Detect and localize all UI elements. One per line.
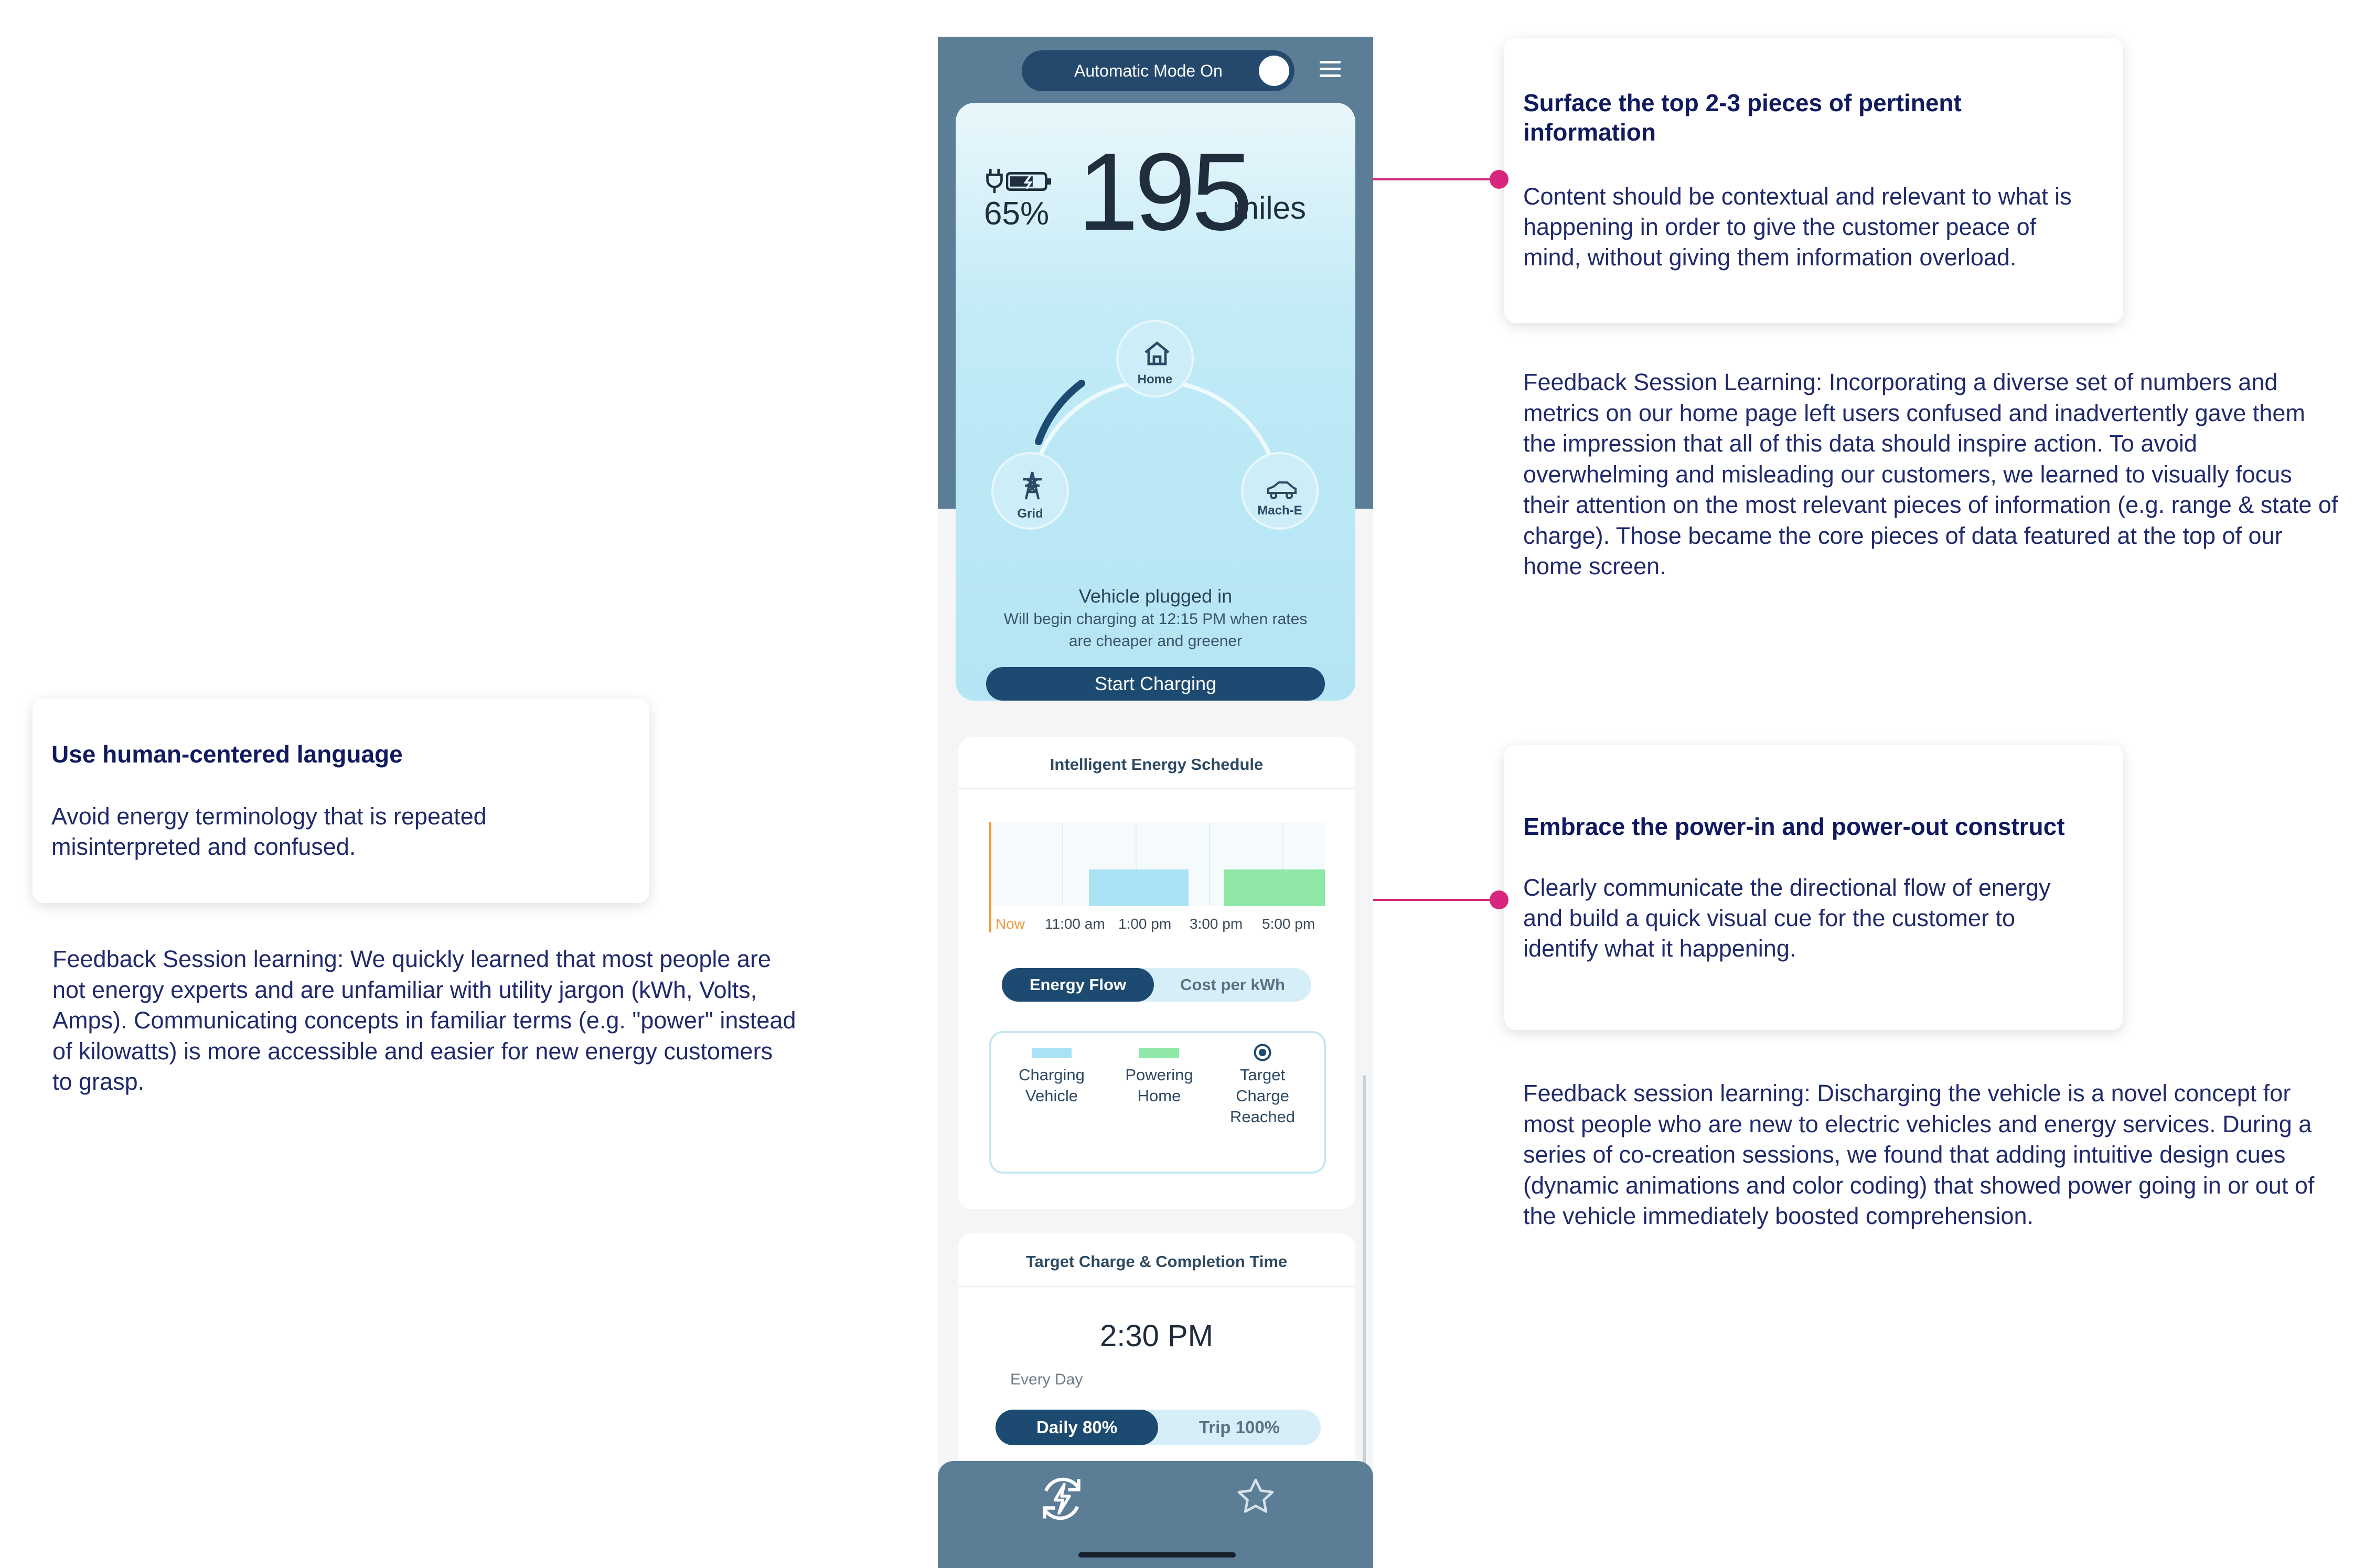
connector-line-top [1331,178,1504,180]
annotation-title: Embrace the power-in and power-out const… [1523,813,2065,840]
connector-dot-top [1490,170,1508,189]
powering-home-swatch [1139,1048,1179,1058]
target-reached-icon [1254,1044,1271,1061]
grid-node-label: Grid [1017,507,1043,521]
range-unit: miles [1233,190,1307,225]
scrollbar[interactable] [1363,1075,1366,1484]
battery-percent: 65% [984,196,1050,232]
power-tower-icon [1023,471,1042,500]
annotation-note-top: Feedback Session Learning: Incorporating… [1523,369,2338,579]
schedule-chart [989,822,1325,932]
annotation-card-mid: Embrace the power-in and power-out const… [1504,745,2123,1030]
energy-cycle-icon[interactable] [1035,1473,1088,1525]
annotation-body: Clearly communicate the directional flow… [1523,874,2051,962]
tick-label: 11:00 am [1045,916,1105,932]
plug-icon [986,168,1003,194]
legend-item: Target Charge Reached [1229,1066,1296,1126]
start-charging-button[interactable]: Start Charging [986,667,1325,701]
schedule-view-toggle: Energy Flow Cost per kWh [1002,968,1311,1002]
charge-target-toggle: Daily 80% Trip 100% [996,1410,1321,1445]
plug-status-description: Will begin charging at 12:15 PM when rat… [1003,610,1308,650]
tick-label: Now [996,916,1025,932]
trip-target-tab[interactable]: Trip 100% [1199,1417,1280,1437]
vehicle-node-label: Mach-E [1257,503,1302,518]
annotation-note-mid: Feedback session learning: Discharging t… [1523,1080,2315,1229]
bottom-navigation [938,1461,1373,1568]
legend-item: Charging Vehicle [1019,1066,1085,1105]
annotation-body: Avoid energy terminology that is repeate… [51,803,487,860]
battery-icon [1006,172,1052,191]
legend-item: Powering Home [1125,1066,1193,1105]
energy-flow-tab[interactable]: Energy Flow [1002,968,1154,1002]
powering-home-block [1224,869,1325,906]
home-node[interactable]: Home [1116,320,1194,398]
hamburger-menu-icon[interactable] [1320,61,1341,79]
annotation-note-left: Feedback Session learning: We quickly le… [52,946,796,1095]
cost-per-kwh-tab[interactable]: Cost per kWh [1180,975,1285,994]
completion-recurrence: Every Day [1010,1371,1083,1388]
plug-status-title: Vehicle plugged in [1078,585,1233,607]
annotation-title: Use human-centered language [51,740,403,768]
charging-vehicle-swatch [1032,1048,1072,1058]
divider [958,1286,1355,1287]
annotation-card-left: Use human-centered language Avoid energy… [33,699,649,903]
annotation-body: Content should be contextual and relevan… [1523,183,2072,271]
automatic-mode-toggle[interactable]: Automatic Mode On [1022,50,1294,91]
connector-dot-mid [1490,890,1508,909]
completion-time: 2:30 PM [1100,1319,1213,1353]
connector-line-mid [1331,899,1504,901]
charging-vehicle-block [1089,869,1189,906]
home-node-label: Home [1137,372,1173,386]
divider [958,788,1355,789]
automatic-mode-label: Automatic Mode On [1074,61,1223,80]
schedule-title: Intelligent Energy Schedule [1050,755,1264,774]
range-value: 195 [1077,130,1253,253]
energy-schedule-card: Intelligent Energy Schedule Now 11:00 am… [958,737,1355,1209]
grid-node[interactable]: Grid [991,452,1069,530]
tick-label: 1:00 pm [1118,916,1172,932]
star-icon[interactable] [1235,1476,1277,1518]
charge-status-card: 65% 195 miles Home Grid Mach-E Vehicle p… [956,103,1355,701]
schedule-legend: Charging Vehicle Powering Home Target Ch… [989,1031,1326,1174]
home-icon [1144,341,1170,366]
daily-target-tab[interactable]: Daily 80% [996,1410,1158,1445]
car-icon [1267,481,1297,499]
vehicle-node[interactable]: Mach-E [1241,452,1319,530]
tick-label: 5:00 pm [1262,916,1315,932]
annotation-card-top: Surface the top 2-3 pieces of pertinent … [1504,38,2123,323]
target-title: Target Charge & Completion Time [1025,1252,1288,1271]
toggle-knob[interactable] [1259,56,1289,86]
annotation-title: Surface the top 2-3 pieces of pertinent … [1523,89,1962,146]
tick-label: 3:00 pm [1190,916,1243,932]
phone-screen: Automatic Mode On 65% 195 miles Home [938,37,1373,1568]
home-indicator [1078,1552,1236,1558]
